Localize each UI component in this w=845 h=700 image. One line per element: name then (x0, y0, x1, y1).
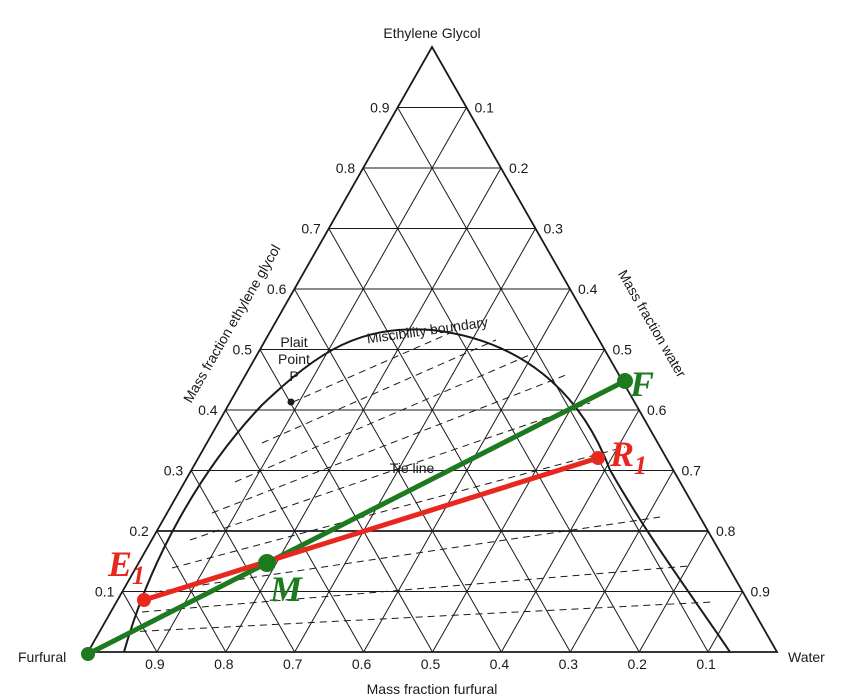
tick-bottom: 0.2 (627, 656, 647, 672)
point-m-dot (258, 554, 276, 572)
tick-left: 0.3 (164, 463, 184, 479)
miscibility-boundary-curve (123, 328, 731, 653)
tie-line-label: Tie line (390, 460, 435, 476)
grid-line-furfural (190, 470, 296, 653)
tick-bottom: 0.5 (421, 656, 441, 672)
grid-line-water (638, 530, 709, 653)
point-f-label: F (629, 364, 654, 404)
tick-right: 0.9 (751, 584, 771, 600)
miscibility-boundary-label: Miscibility boundary (366, 314, 489, 347)
tick-labels: 0.1 0.1 0.9 0.2 0.2 0.8 0.3 0.3 0.7 0.4 0.4 0.6 0.5 0… (95, 100, 770, 673)
tie-line-dashed (211, 374, 567, 514)
tick-left: 0.5 (233, 342, 253, 358)
tick-right: 0.1 (475, 100, 495, 116)
plait-point-dot (287, 398, 295, 406)
tick-bottom: 0.3 (559, 656, 579, 672)
tick-right: 0.2 (509, 160, 529, 176)
tick-bottom: 0.8 (214, 656, 234, 672)
tick-left: 0.4 (198, 402, 218, 418)
point-r1-dot (591, 451, 605, 465)
tick-right: 0.6 (647, 402, 667, 418)
point-e1-sub: 1 (132, 561, 145, 590)
plait-point-label-1: Plait (280, 334, 307, 350)
grid-line-furfural (328, 228, 571, 653)
tick-bottom: 0.7 (283, 656, 303, 672)
tie-line-dashed (292, 332, 451, 403)
tick-left: 0.8 (336, 160, 356, 176)
grid-line-water (707, 591, 743, 653)
point-r1-sub: 1 (634, 451, 647, 480)
point-r1-letter: R (609, 434, 634, 474)
tick-right: 0.5 (613, 342, 633, 358)
grid-line-water (294, 228, 536, 653)
grid-line-furfural (121, 591, 158, 653)
tie-line-dashed (141, 565, 690, 613)
grid-line-water (569, 470, 674, 653)
grid-line-furfural (156, 530, 227, 653)
point-e1-label: E1 (107, 544, 145, 590)
point-e1-dot (137, 593, 151, 607)
tick-bottom: 0.4 (490, 656, 510, 672)
tick-right: 0.3 (544, 221, 564, 237)
axis-title-left: Mass fraction ethylene glycol (180, 242, 284, 406)
axis-title-bottom: Mass fraction furfural (367, 681, 498, 697)
point-f-dot (617, 373, 633, 389)
feed-line (85, 378, 628, 657)
tick-right: 0.8 (716, 523, 736, 539)
triangle-outline (86, 45, 779, 653)
triangle-grid (121, 107, 743, 653)
tie-line-dashed (189, 402, 591, 541)
tick-bottom: 0.1 (696, 656, 716, 672)
tie-line-dashed (234, 352, 535, 483)
corner-label-top: Ethylene Glycol (383, 25, 480, 41)
tick-left: 0.9 (370, 100, 390, 116)
grid-line-water (432, 349, 605, 653)
tick-left: 0.6 (267, 281, 287, 297)
point-r1-label: R1 (609, 434, 647, 480)
corner-label-left: Furfural (18, 649, 66, 665)
tie-line-e1-r1 (141, 455, 601, 603)
point-e1-letter: E (107, 544, 132, 584)
tick-bottom: 0.6 (352, 656, 372, 672)
tie-line-dashed (261, 339, 497, 444)
tick-right: 0.7 (682, 463, 702, 479)
tick-left: 0.7 (301, 221, 321, 237)
tick-left: 0.1 (95, 584, 115, 600)
grid-line-water (156, 107, 467, 653)
tick-left: 0.2 (129, 523, 149, 539)
tie-lines-dashed (127, 332, 713, 633)
point-m-label: M (269, 569, 304, 609)
tie-line-dashed (127, 601, 713, 633)
tick-right: 0.4 (578, 281, 598, 297)
tie-line-dashed (171, 446, 626, 569)
corner-label-right: Water (788, 649, 825, 665)
point-furfural-dot (81, 647, 95, 661)
plait-point-label-2: Point (278, 351, 310, 367)
plait-point-label-3: P (289, 368, 298, 384)
tick-bottom: 0.9 (145, 656, 165, 672)
